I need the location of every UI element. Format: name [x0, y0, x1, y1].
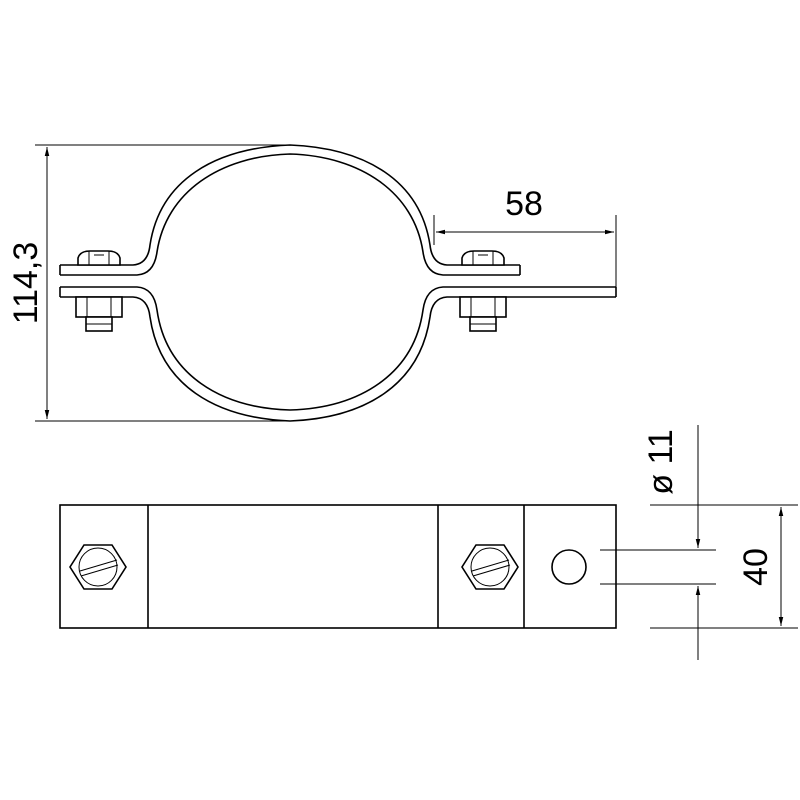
- dimension-tab-length: 58: [433, 185, 617, 290]
- dimension-band-width: 40: [650, 504, 798, 629]
- top-view: ø 11 40: [59, 425, 798, 660]
- left-bolt-head-top: [69, 544, 127, 590]
- hole-diameter-label: ø 11: [642, 429, 680, 495]
- tab-length-label: 58: [505, 185, 543, 223]
- pipe-diameter-label: 114,3: [7, 242, 45, 325]
- left-bolt: [75, 250, 123, 332]
- right-bolt: [459, 250, 507, 332]
- right-bolt-head-top: [461, 544, 519, 590]
- band-width-label: 40: [737, 548, 775, 586]
- clamp-upper-band-inner: [60, 153, 520, 276]
- band-outline: [59, 504, 617, 629]
- mounting-hole: [551, 549, 587, 585]
- clamp-lower-band-inner: [60, 286, 616, 411]
- dimension-pipe-diameter: 114,3: [7, 144, 290, 422]
- dimension-hole-diameter: ø 11: [600, 425, 716, 660]
- clamp-upper-band: [60, 144, 520, 266]
- front-view: 114,3 58: [7, 144, 617, 422]
